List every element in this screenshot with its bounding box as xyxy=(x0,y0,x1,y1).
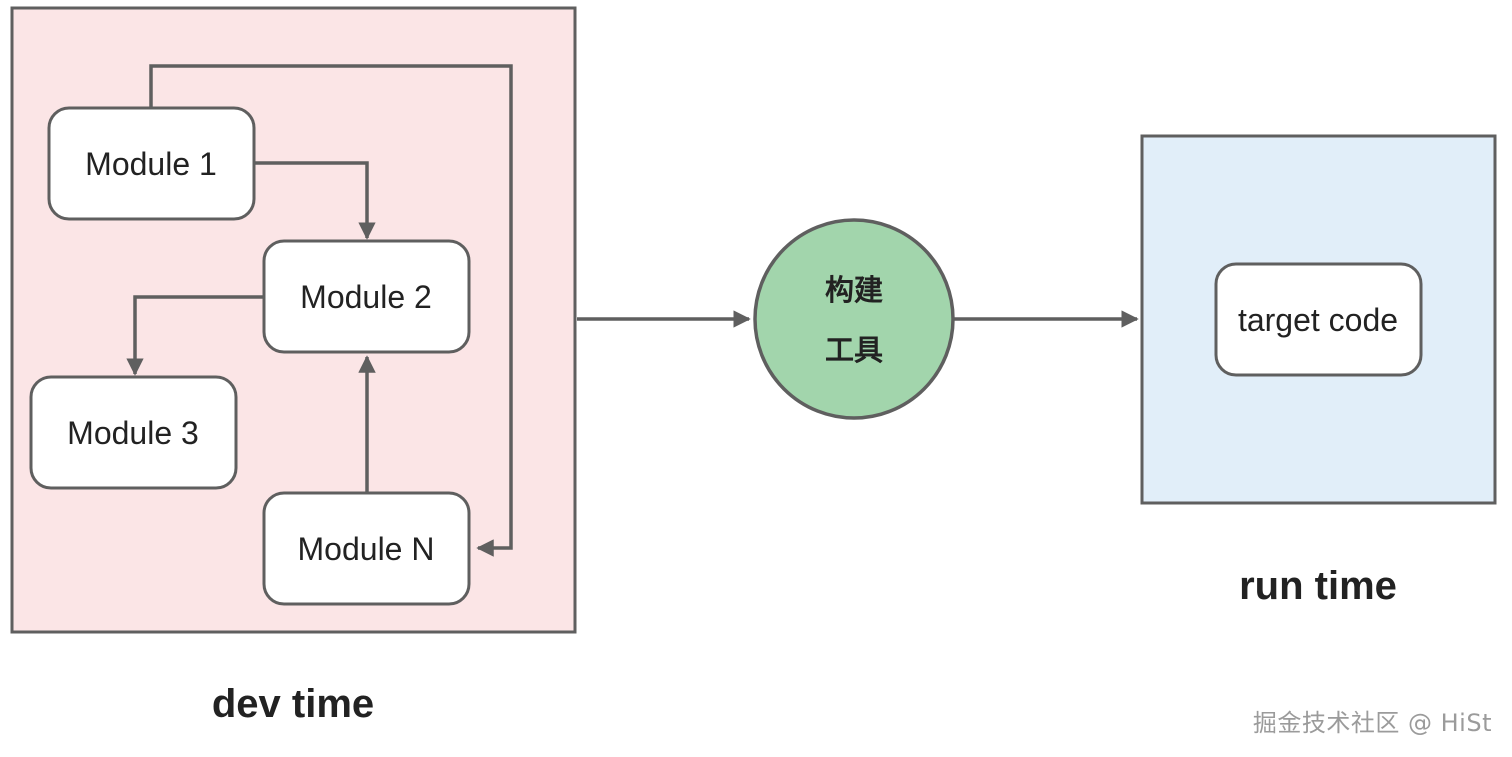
module-3-node: Module 3 xyxy=(29,375,238,490)
module-n-node: Module N xyxy=(262,491,471,606)
module-2-node: Module 2 xyxy=(262,239,471,354)
watermark-text: 掘金技术社区 @ HiSt xyxy=(1252,709,1492,737)
dev-time-caption: dev time xyxy=(212,682,374,726)
target-code-node: target code xyxy=(1214,262,1423,377)
module-1-label: Module 1 xyxy=(85,146,217,182)
run-time-caption: run time xyxy=(1239,564,1397,608)
connector-module2-to-module3 xyxy=(126,295,263,376)
module-3-label: Module 3 xyxy=(67,415,199,451)
module-2-label: Module 2 xyxy=(300,279,432,315)
target-code-label: target code xyxy=(1238,302,1398,338)
connector-module1-loop-to-moduleN xyxy=(149,64,513,557)
connector-module1-to-module2 xyxy=(255,161,376,240)
build-tool-label-line1: 构建 xyxy=(825,273,883,307)
module-1-node: Module 1 xyxy=(47,106,256,221)
module-n-label: Module N xyxy=(298,531,435,567)
build-tool-node: 构建 工具 xyxy=(753,218,955,420)
build-tool-label-line2: 工具 xyxy=(825,333,883,367)
